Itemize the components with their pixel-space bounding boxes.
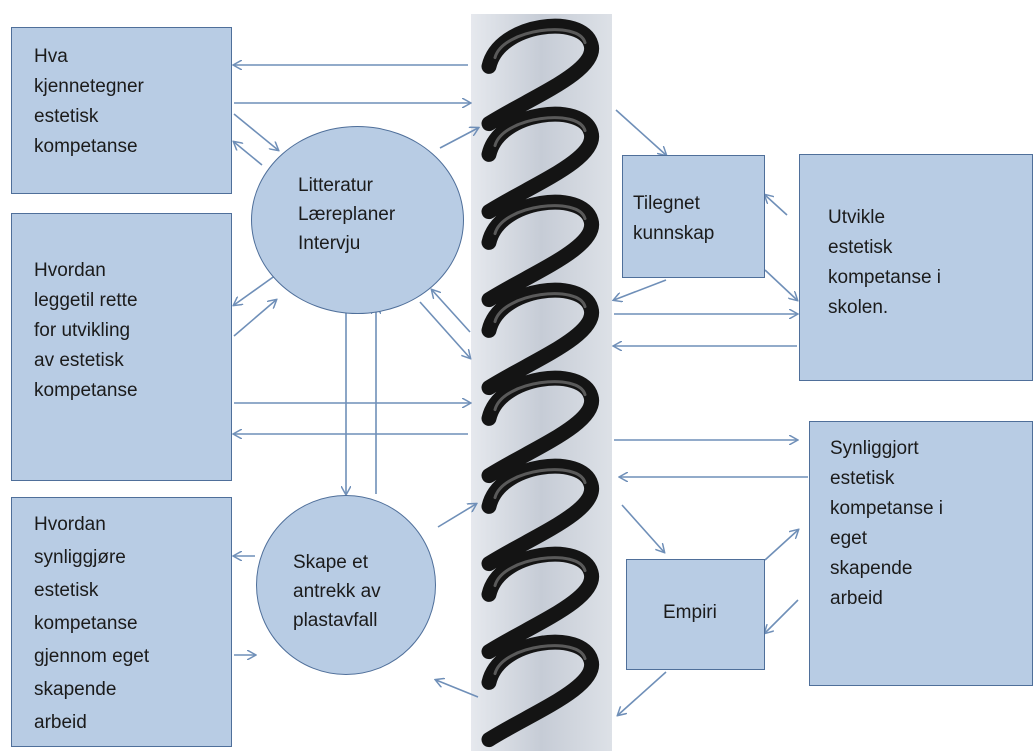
box-utvikle-estetisk: Utvikle estetisk kompetanse i skolen. bbox=[799, 154, 1033, 381]
box-hvordan-synliggjore: Hvordan synliggjøre estetisk kompetanse … bbox=[11, 497, 232, 747]
spring-coil bbox=[481, 18, 600, 748]
box-hvordan-legge-til-rette: Hvordan leggetil rette for utvikling av … bbox=[11, 213, 232, 481]
box-empiri: Empiri bbox=[626, 559, 765, 670]
circle-skape-antrekk: Skape et antrekk av plastavfall bbox=[256, 495, 436, 675]
circle-litteratur: Litteratur Læreplaner Intervju bbox=[251, 126, 464, 314]
box-hva-kjennetegner: Hva kjennetegner estetisk kompetanse bbox=[11, 27, 232, 194]
box-synliggjort-estetisk: Synliggjort estetisk kompetanse i eget s… bbox=[809, 421, 1033, 686]
spring-coil-highlight bbox=[493, 28, 587, 676]
box-tilegnet-kunnskap: Tilegnet kunnskap bbox=[622, 155, 765, 278]
